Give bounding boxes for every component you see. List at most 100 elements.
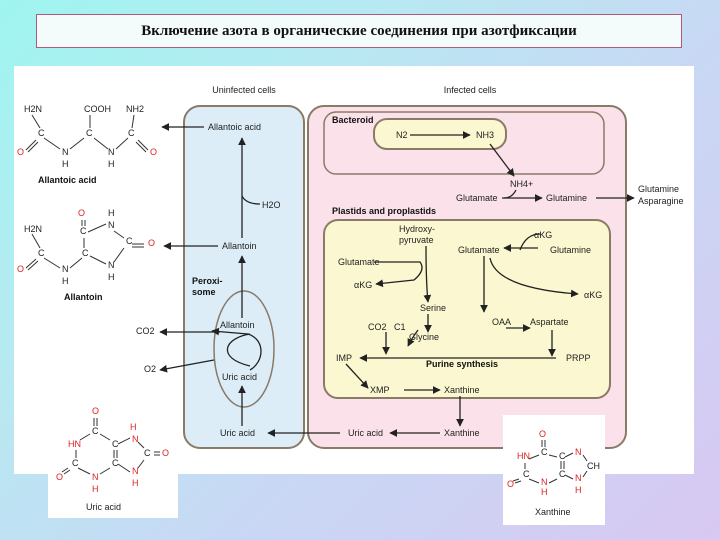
inf-glutamate: Glutamate xyxy=(456,193,498,203)
xa-n3: N xyxy=(575,473,582,483)
pl-co2: CO2 xyxy=(368,322,387,332)
xa-h2: H xyxy=(575,485,582,495)
al-c1: C xyxy=(80,226,87,236)
header-uninfected: Uninfected cells xyxy=(212,85,276,95)
export-glutamine: Glutamine xyxy=(638,184,679,194)
pl-glutamate-left: Glutamate xyxy=(338,257,380,267)
al-o3: O xyxy=(148,238,155,248)
un-allantoin: Allantoin xyxy=(222,241,257,251)
bac-n2: N2 xyxy=(396,130,408,140)
pl-serine: Serine xyxy=(420,303,446,313)
un-allantoic-acid: Allantoic acid xyxy=(208,122,261,132)
export-asparagine: Asparagine xyxy=(638,196,684,206)
header-bacteroid: Bacteroid xyxy=(332,115,374,125)
aa-o-right: O xyxy=(150,147,157,157)
aa-n1: N xyxy=(62,147,69,157)
pl-imp: IMP xyxy=(336,353,352,363)
nitrogen-assimilation-diagram: Uninfected cells Infected cells Bacteroi… xyxy=(14,66,694,474)
al-n3: N xyxy=(108,260,115,270)
header-peroxisome-1: Peroxi- xyxy=(192,276,223,286)
ua-h1: H xyxy=(92,484,99,494)
bac-nh3: NH3 xyxy=(476,130,494,140)
inf-glutamine: Glutamine xyxy=(546,193,587,203)
left-co2: CO2 xyxy=(136,326,155,336)
al-o1: O xyxy=(78,208,85,218)
ua-n-right2: N xyxy=(132,466,139,476)
xanthine-structure: O C HN C N CH C C O N N H H Xanthine xyxy=(507,429,600,517)
al-h3: H xyxy=(108,272,115,282)
inf-nh4: NH4+ xyxy=(510,179,533,189)
aa-h2: H xyxy=(108,159,115,169)
al-name: Allantoin xyxy=(64,292,103,302)
al-h1: H xyxy=(108,208,115,218)
al-h2: H xyxy=(62,276,69,286)
ua-hn: HN xyxy=(68,439,81,449)
slide-title-text: Включение азота в органические соединени… xyxy=(141,22,577,39)
aa-o-left: O xyxy=(17,147,24,157)
uninfected-cell xyxy=(183,105,305,449)
xa-o-top: O xyxy=(539,429,546,439)
pl-akg-left: αKG xyxy=(354,280,372,290)
xa-c4: C xyxy=(559,469,566,479)
uric-acid-inset: O C H HN C N C O C C N N O H H Uric acid xyxy=(48,402,178,518)
header-peroxisome-2: some xyxy=(192,287,216,297)
aa-c1: C xyxy=(38,128,45,138)
al-c2: C xyxy=(38,248,45,258)
pl-c1: C1 xyxy=(394,322,406,332)
xa-name: Xanthine xyxy=(535,507,571,517)
xa-c2: C xyxy=(559,451,566,461)
ua-c3: C xyxy=(72,458,79,468)
pl-akg-top: αKG xyxy=(534,230,552,240)
al-h2n: H2N xyxy=(24,224,42,234)
plastid-compartment xyxy=(323,219,611,399)
aa-c3: C xyxy=(128,128,135,138)
aa-c2: C xyxy=(86,128,93,138)
un-uric-acid: Uric acid xyxy=(220,428,255,438)
xa-c3: C xyxy=(523,469,530,479)
aa-h2n: H2N xyxy=(24,104,42,114)
pl-aspartate: Aspartate xyxy=(530,317,569,327)
ua-o-top: O xyxy=(92,406,99,416)
xa-c1: C xyxy=(541,447,548,457)
pl-purine-synthesis: Purine synthesis xyxy=(426,359,498,369)
aa-name: Allantoic acid xyxy=(38,175,97,185)
aa-h1: H xyxy=(62,159,69,169)
xa-o-left: O xyxy=(507,479,514,489)
al-c4: C xyxy=(126,236,133,246)
un-h2o: H2O xyxy=(262,200,281,210)
xanthine-inset: O C HN C N CH C C O N N H H Xanthine xyxy=(503,415,605,525)
al-n2: N xyxy=(62,264,69,274)
xa-ch: CH xyxy=(587,461,600,471)
pl-akg-right: αKG xyxy=(584,290,602,300)
ua-c4: C xyxy=(112,458,119,468)
bacteroid-capsule xyxy=(373,118,507,150)
aa-n2: N xyxy=(108,147,115,157)
pl-oaa: OAA xyxy=(492,317,511,327)
inf-xanthine: Xanthine xyxy=(444,428,480,438)
un-allantoin-peroxisome: Allantoin xyxy=(220,320,255,330)
al-o2: O xyxy=(17,264,24,274)
header-infected: Infected cells xyxy=(444,85,497,95)
pl-hydroxypyruvate-2: pyruvate xyxy=(399,235,434,245)
pl-xmp: XMP xyxy=(370,385,390,395)
xa-n1: N xyxy=(575,447,582,457)
inf-uric-acid: Uric acid xyxy=(348,428,383,438)
ua-n-right: N xyxy=(132,434,139,444)
allantoic-acid-structure: H2N COOH NH2 C C C O N N O H H Allantoic… xyxy=(17,104,157,185)
ua-c2: C xyxy=(112,439,119,449)
al-c3: C xyxy=(82,248,89,258)
ua-name: Uric acid xyxy=(86,502,121,512)
xa-h1: H xyxy=(541,487,548,497)
slide-title: Включение азота в органические соединени… xyxy=(36,14,682,48)
aa-cooh: COOH xyxy=(84,104,111,114)
xa-n2: N xyxy=(541,477,548,487)
ua-o-left: O xyxy=(56,472,63,482)
uric-acid-structure: O C H HN C N C O C C N N O H H Uric acid xyxy=(56,406,169,512)
pl-glycine: Glycine xyxy=(409,332,439,342)
ua-h-right-top: H xyxy=(130,422,137,432)
left-o2: O2 xyxy=(144,364,156,374)
header-plastids: Plastids and proplastids xyxy=(332,206,436,216)
pl-prpp: PRPP xyxy=(566,353,591,363)
aa-nh2: NH2 xyxy=(126,104,144,114)
allantoin-structure: O H H2N C N C C C O O N N H H Allantoin xyxy=(17,208,155,302)
